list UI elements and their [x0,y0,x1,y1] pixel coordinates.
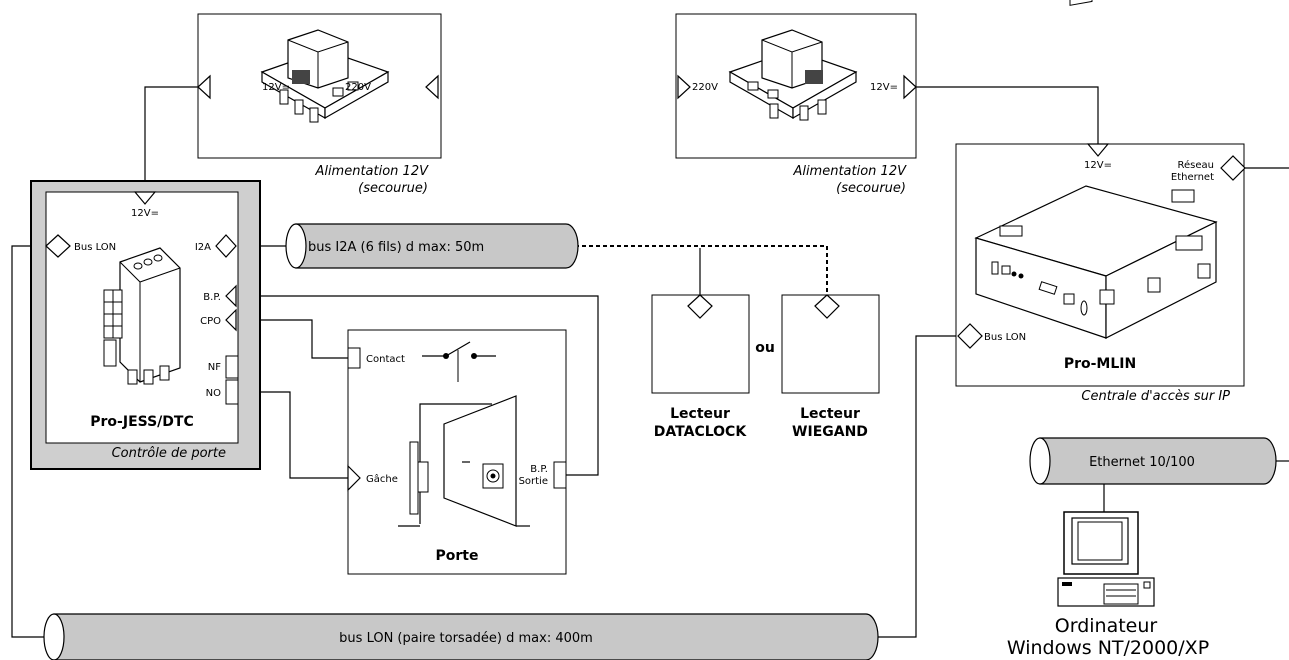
jess-caption: Contrôle de porte [112,446,226,461]
jess-no-terminal [225,379,239,405]
jess-bus-lon-label: Bus LON [74,242,116,253]
porte-gache-port [347,464,361,492]
readers: ou Lecteur DATACLOCK Lecteur WIEGAND [651,294,880,440]
porte-assembly: Contact Gâche B.P. Sortie Porte [347,329,567,575]
mlin-bus-lon-label: Bus LON [984,332,1026,343]
power-right-caption-sub: (secourue) [836,181,906,196]
bus-lon: bus LON (paire torsadée) d max: 400m [43,613,879,660]
jess-i2a-port [215,234,237,258]
mlin-title: Pro-MLIN [1064,356,1136,372]
reader-or-label: ou [755,340,775,356]
porte-bp-label: B.P. [530,464,548,475]
jess-cpo-port [225,308,237,332]
ethernet-tube [1039,437,1277,485]
jess-device-icon [103,247,181,385]
reader-dataclock-line2: DATACLOCK [654,424,748,440]
mlin-ethernet-label: Ethernet [1171,172,1214,183]
power-right-220v-label: 220V [692,82,718,93]
reader-wiegand-line2: WIEGAND [792,424,868,440]
bus-i2a-label: bus I2A (6 fils) d max: 50m [308,240,484,255]
porte-bp-terminal [553,461,567,489]
wire-mlin-lon [878,335,958,638]
wire-bp [236,295,599,476]
bus-i2a: bus I2A (6 fils) d max: 50m [285,223,579,269]
power-left-caption-sub: (secourue) [358,181,428,196]
wire-power-to-jess [144,86,210,192]
porte-title: Porte [436,548,479,564]
power-right-12v-label: 12V= [870,82,898,93]
power-supply-right: 220V 12V= Alimentation 12V (secourue) [675,13,917,196]
power-left-caption: Alimentation 12V [314,164,429,179]
power-module-icon [728,29,858,121]
bus-i2a-end [285,223,307,269]
reader-dataclock-line1: Lecteur [670,406,730,422]
wire-i2a-wiegand [540,245,828,295]
reader-wiegand-port [814,294,840,319]
jess-12v-port [133,191,157,205]
ethernet-bus: Ethernet 10/100 [1029,437,1277,485]
power-left-220v-label: 220V [345,82,371,93]
porte-bp-sortie-label: Sortie [519,476,548,487]
jess-i2a-label: I2A [195,242,211,253]
reader-wiegand-line1: Lecteur [800,406,860,422]
wire-power-to-mlin [914,86,1099,150]
power-left-12v-label: 12V= [262,82,290,93]
bus-lon-label: bus LON (paire torsadée) d max: 400m [339,631,593,646]
jess-bus-lon-port [45,234,71,258]
jess-nf-terminal [225,355,239,379]
mlin-network-port [1220,155,1246,181]
mlin-12v-label: 12V= [1084,160,1112,171]
door-icon [398,395,530,527]
jess-bp-label: B.P. [203,292,221,303]
power-module-icon [260,29,390,123]
mlin-12v-port [1086,143,1110,157]
power-right-out-port [903,74,917,100]
porte-contact-terminal [347,347,361,369]
bus-lon-end [43,613,65,660]
ethernet-end [1029,437,1051,485]
switch-icon [422,341,496,382]
ethernet-label: Ethernet 10/100 [1089,455,1195,470]
power-right-in-port [677,74,691,100]
porte-gache-label: Gâche [366,473,398,485]
mlin-caption: Centrale d'accès sur IP [1081,389,1230,404]
power-left-out-port [197,74,211,100]
jess-nf-label: NF [208,362,221,373]
jess-no-label: NO [206,388,221,399]
jess-bp-port [225,284,237,308]
porte-contact-label: Contact [366,354,405,365]
computer-icon [1057,511,1155,607]
power-left-in-port [425,74,439,100]
power-right-caption: Alimentation 12V [792,164,907,179]
pro-mlin-controller: 12V= Réseau Ethernet Bus LON Pro-MLIN [955,0,1246,404]
reader-dataclock-port [687,294,713,319]
jess-title: Pro-JESS/DTC [90,414,193,430]
power-supply-left: 12V= 220V Alimentation 12V (secourue) [197,13,442,196]
mlin-device-icon [974,0,1218,339]
mlin-bus-lon-port [957,323,983,349]
bus-i2a-tube [295,223,579,269]
pro-jess-controller: 12V= Bus LON I2A B.P. CPO NF NO [30,180,261,470]
computer-os-label: Windows NT/2000/XP [1007,637,1209,659]
mlin-network-label: Réseau [1178,159,1214,171]
wire-cpo-contact [236,319,348,359]
computer-label: Ordinateur [1055,615,1158,637]
wire-no-gache [238,391,348,479]
jess-cpo-label: CPO [200,316,221,327]
jess-12v-label: 12V= [131,208,159,219]
